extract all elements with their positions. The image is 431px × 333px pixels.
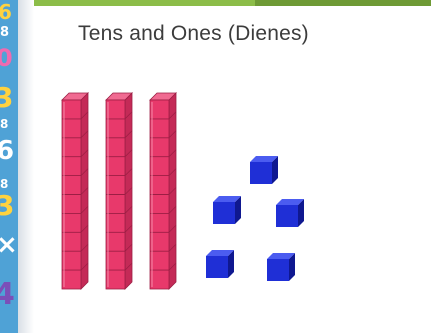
tens-rod [62,93,88,289]
ones-cube [206,250,234,278]
tens-rod [106,93,132,289]
ones-cube [213,196,241,224]
ones-cube [276,199,304,227]
tens-rods-group [62,93,176,289]
ones-cube [250,156,278,184]
tens-rod [150,93,176,289]
ones-cubes-group [206,156,304,281]
ones-cube [267,253,295,281]
